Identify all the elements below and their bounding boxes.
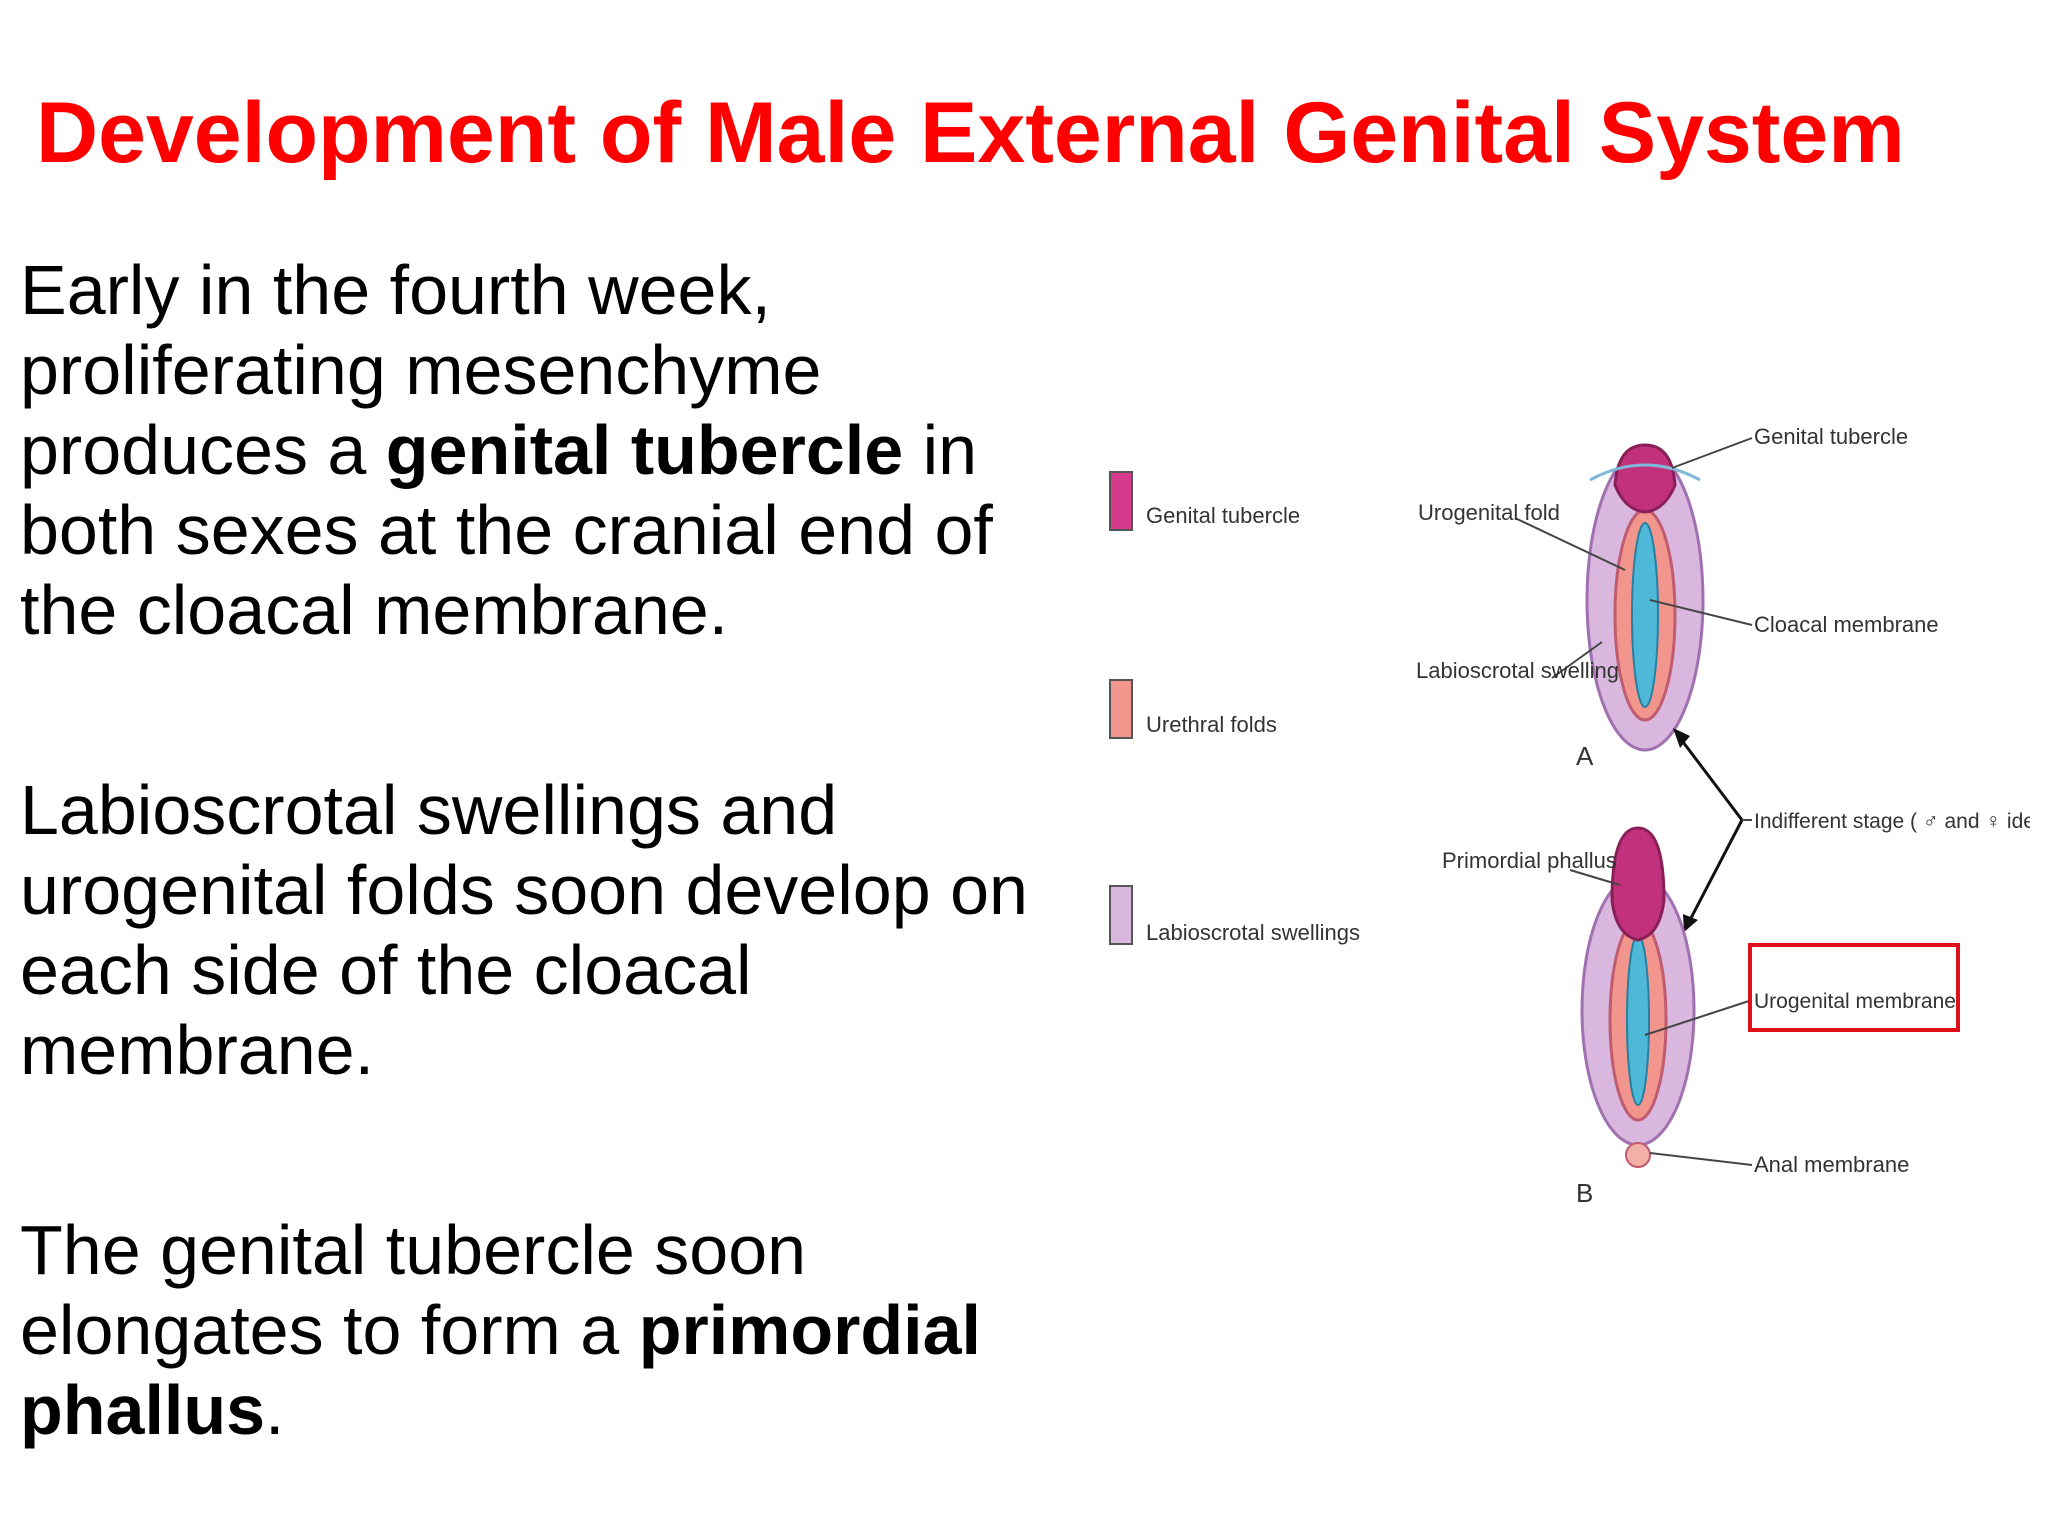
legend-label-genital-tubercle: Genital tubercle — [1146, 503, 1300, 528]
surface-line — [1589, 463, 1701, 482]
leader-urogenital-fold — [1514, 517, 1626, 571]
arrow-bracket — [1678, 737, 1744, 921]
genital-development-diagram: Genital tubercle Urethral folds Labioscr… — [1109, 424, 2030, 1208]
label-urogenital-fold: Urogenital fold — [1418, 500, 1560, 525]
legend-swatch-genital-tubercle — [1109, 471, 1133, 531]
legend-swatch-labioscrotal-swellings — [1109, 885, 1133, 945]
label-stage-b: B — [1576, 1178, 1593, 1208]
genital-tubercle-shape — [1613, 443, 1677, 514]
cloacal-membrane-shape — [1631, 522, 1659, 708]
paragraph-labioscrotal-swellings: Labioscrotal swellings and urogenital fo… — [20, 771, 1028, 1089]
paragraph-genital-tubercle: Early in the fourth week, proliferating … — [20, 250, 1070, 650]
paragraph-text: The genital tubercle soon elongates to f… — [20, 1211, 807, 1369]
primordial-phallus-shape — [1610, 826, 1666, 942]
highlight-box — [1748, 943, 1960, 1032]
paragraph-primordial-phallus: The genital tubercle soon elongates to f… — [20, 1210, 1070, 1450]
paragraph-text: . — [265, 1371, 285, 1449]
label-urogenital-membrane: Urogenital membrane — [1754, 990, 1956, 1013]
slide-title: Development of Male External Genital Sys… — [36, 85, 1905, 181]
bold-term-primordial-phallus: primordial phallus — [20, 1291, 981, 1449]
leader-genital-tubercle — [1671, 437, 1753, 469]
leader-primordial-phallus — [1569, 869, 1621, 886]
legend-label-urethral-folds: Urethral folds — [1146, 712, 1277, 737]
label-anal-membrane: Anal membrane — [1754, 1152, 1909, 1177]
anal-membrane-shape — [1625, 1142, 1651, 1168]
leader-cloacal-membrane — [1649, 599, 1753, 626]
diagram-a-indifferent-stage: Genital tubercle Urogenital fold Cloacal… — [1416, 424, 1939, 771]
label-genital-tubercle: Genital tubercle — [1754, 424, 1908, 449]
leader-urogenital-membrane — [1644, 999, 1753, 1036]
legend: Genital tubercle Urethral folds Labioscr… — [1109, 471, 1360, 945]
label-stage-a: A — [1576, 741, 1594, 771]
leader-labioscrotal-swelling — [1551, 641, 1603, 679]
legend-swatch-urethral-folds — [1109, 679, 1133, 739]
urogenital-membrane-shape — [1626, 934, 1650, 1106]
paragraph-text: in both sexes at the cranial end of the … — [20, 411, 993, 649]
leader-anal-membrane — [1649, 1152, 1753, 1166]
diagram-b-primordial-phallus: Primordial phallus Urogenital membrane A… — [1442, 826, 1960, 1208]
arrow-head-up — [1673, 728, 1690, 748]
label-cloacal-membrane: Cloacal membrane — [1754, 612, 1939, 637]
legend-label-labioscrotal-swellings: Labioscrotal swellings — [1146, 920, 1360, 945]
label-labioscrotal-swelling: Labioscrotal swelling — [1416, 658, 1619, 683]
label-indifferent-stage: Indifferent stage ( ♂ and ♀ identical) — [1754, 810, 2030, 833]
arrow-head-down — [1683, 914, 1698, 932]
indifferent-stage-arrows: Indifferent stage ( ♂ and ♀ identical) — [1673, 728, 2030, 932]
paragraph-text: Early in the fourth week, proliferating … — [20, 251, 822, 489]
label-primordial-phallus: Primordial phallus — [1442, 848, 1617, 873]
bold-term-genital-tubercle: genital tubercle — [385, 411, 904, 489]
